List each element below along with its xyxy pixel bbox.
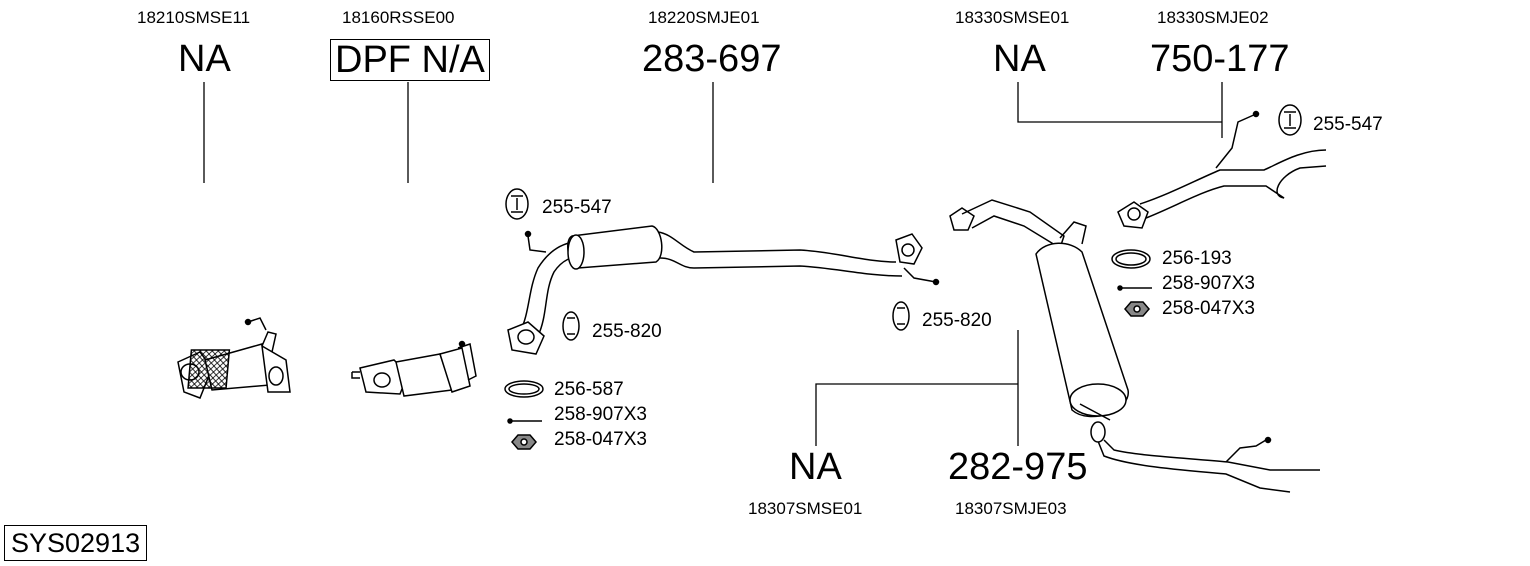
system-code: SYS02913 [4, 525, 148, 561]
center-pipe-part[interactable] [507, 225, 940, 355]
rear-silencer-part[interactable] [949, 199, 1320, 493]
accessory-nut-right[interactable]: 258-047X3 [1162, 298, 1255, 319]
accessory-bolt-right[interactable]: 258-907X3 [1162, 273, 1255, 294]
front-pipe-part[interactable] [177, 317, 291, 399]
accessory-hanger-top-left[interactable]: 255-547 [542, 197, 612, 218]
oem-code-front-pipe: 18210SMSE11 [137, 8, 251, 27]
oem-code-rear-upper-right: 18330SMJE02 [1157, 8, 1269, 27]
accessory-bolt-left[interactable]: 258-907X3 [554, 404, 647, 425]
oem-code-rear-upper-left: 18330SMSE01 [955, 8, 1070, 27]
oem-code-center-pipe: 18220SMJE01 [648, 8, 760, 27]
accessory-gasket-right[interactable]: 256-193 [1162, 248, 1232, 269]
accessory-nut-left[interactable]: 258-047X3 [554, 429, 647, 450]
accessory-gasket-left[interactable]: 256-587 [554, 379, 624, 400]
leader-lines [203, 82, 1223, 446]
part-number-rear-lower-left[interactable]: NA [789, 446, 842, 488]
part-number-front-pipe[interactable]: NA [178, 38, 231, 80]
rear-upper-pipe-part[interactable] [1117, 110, 1327, 229]
accessory-hanger-center-left[interactable]: 255-820 [592, 321, 662, 342]
oem-code-dpf: 18160RSSE00 [342, 8, 455, 27]
part-number-dpf[interactable]: DPF N/A [330, 39, 490, 81]
part-number-rear-upper-right[interactable]: 750-177 [1150, 38, 1290, 80]
oem-code-rear-lower-right: 18307SMJE03 [955, 499, 1067, 518]
dpf-part[interactable] [351, 340, 477, 397]
part-number-rear-upper-left[interactable]: NA [993, 38, 1046, 80]
fastener-icons [504, 249, 1152, 450]
oem-code-rear-lower-left: 18307SMSE01 [748, 499, 863, 518]
rubber-hanger-icons [505, 104, 1302, 341]
part-number-rear-lower-right[interactable]: 282-975 [948, 446, 1088, 488]
accessory-hanger-center-right[interactable]: 255-820 [922, 310, 992, 331]
part-number-center-pipe[interactable]: 283-697 [642, 38, 782, 80]
accessory-hanger-top-right[interactable]: 255-547 [1313, 114, 1383, 135]
